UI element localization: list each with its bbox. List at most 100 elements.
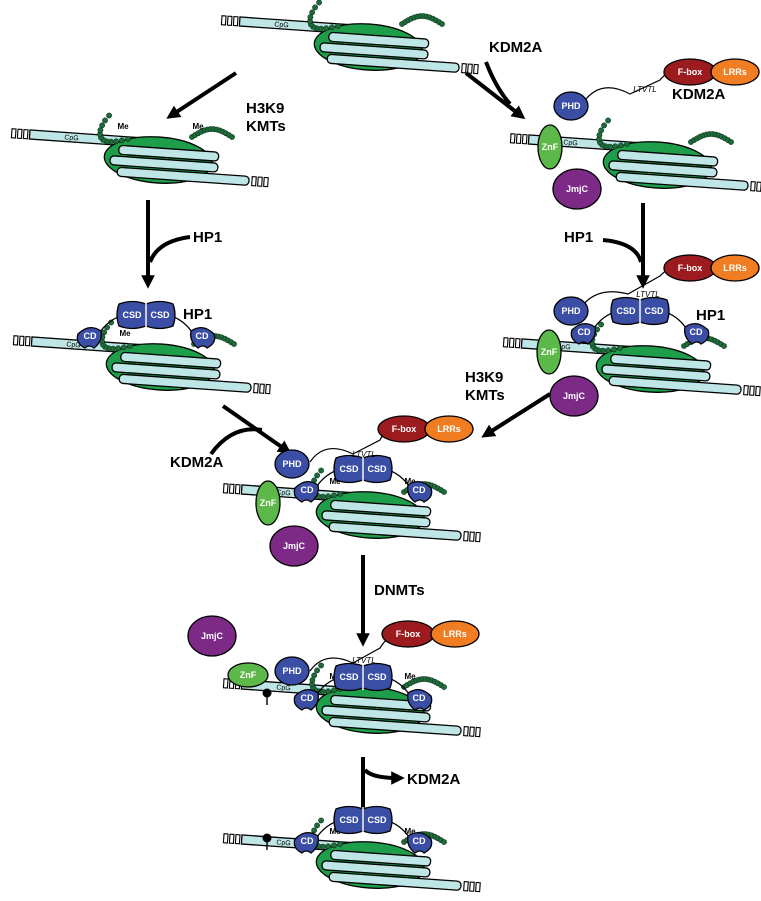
cpg-label: CpG <box>276 839 291 847</box>
methyl-cpg-mark <box>262 688 272 705</box>
me-mark-right: Me <box>192 122 204 131</box>
fbox-domain-label: F-box <box>678 67 703 77</box>
cd-left <box>293 689 319 711</box>
nucleosome: CpG <box>509 117 761 192</box>
dna-end <box>463 531 469 542</box>
histone-tail <box>337 491 343 497</box>
cpg-label: CpG <box>274 21 289 29</box>
dna-wrap <box>615 171 749 191</box>
histone-tail <box>125 136 131 142</box>
jmjc-domain-shape <box>552 168 602 210</box>
label-kmts-right: KMTs <box>465 387 505 404</box>
dna-wrap <box>120 351 222 369</box>
znf-domain: ZnF <box>227 662 269 688</box>
dna-wrap <box>330 694 432 712</box>
cd-right-label: CD <box>413 836 426 846</box>
dna-wrap <box>608 375 742 395</box>
fbox-domain-label: F-box <box>396 629 421 639</box>
phd-domain-shape <box>274 449 310 479</box>
phd-domain-label: PHD <box>561 306 581 316</box>
phd-domain: PHD <box>553 296 589 326</box>
znf-domain-label: ZnF <box>260 498 277 508</box>
znf-domain: ZnF <box>536 329 562 375</box>
methyl-cpg-mark <box>262 833 272 850</box>
dna-end <box>222 678 229 689</box>
cpg-label: CpG <box>66 341 81 349</box>
nucleosome: CpG <box>220 0 479 75</box>
cd-right-label: CD <box>413 485 426 495</box>
csd-right-label: CSD <box>644 306 664 316</box>
csd-left <box>333 662 364 692</box>
lrrs-domain: LRRs <box>430 620 480 648</box>
dna-group: CpG <box>220 15 479 75</box>
nucleosomes: CpGCpGMeMeCpGCpGMeMeCpGCpGMeMeCpGMeMeCpG… <box>10 0 761 893</box>
phd-domain: PHD <box>274 656 310 686</box>
jmjc-domain: JmjC <box>269 525 319 567</box>
lrrs-domain-shape <box>710 58 760 86</box>
csd-left-label: CSD <box>339 815 359 825</box>
cd-right-label: CD <box>413 693 426 703</box>
cd-right <box>407 481 433 503</box>
me-mark-left: Me <box>119 329 131 338</box>
histone-tail <box>441 684 447 690</box>
dna-wrap <box>601 364 711 382</box>
label-hp1-right-arrow: HP1 <box>564 229 593 246</box>
cpg-label: CpG <box>563 139 578 147</box>
label-kdm2a-top-right: KDM2A <box>672 86 726 103</box>
csd-right <box>639 296 670 326</box>
dna-end <box>475 881 481 893</box>
histone-tail <box>605 117 611 124</box>
jmjc-domain: JmjC <box>552 168 602 210</box>
csd-right <box>362 454 393 484</box>
dna-group: CpG <box>12 335 271 395</box>
kdm2a-linker <box>582 72 674 104</box>
znf-domain-label: ZnF <box>542 142 559 152</box>
histone-tail <box>601 122 607 129</box>
csd-left-label: CSD <box>616 306 636 316</box>
histone-tail <box>311 827 318 834</box>
arrow-left-1 <box>166 71 238 119</box>
histone-tail <box>331 842 337 849</box>
cd-left-label: CD <box>301 485 314 495</box>
dna-end <box>251 176 257 187</box>
dna-wrap <box>321 705 431 723</box>
label-kdm2a-top-arrow: KDM2A <box>489 39 543 56</box>
lrrs-domain-label: LRRs <box>437 424 461 434</box>
znf-domain-shape <box>255 480 281 526</box>
csd-right-label: CSD <box>367 815 387 825</box>
histone-tail <box>618 142 624 149</box>
csd-right <box>362 662 393 692</box>
dna-wrap <box>330 499 432 517</box>
dna-wrap <box>321 510 431 528</box>
lrrs-domain: LRRs <box>424 415 474 443</box>
phd-domain-shape <box>553 91 589 121</box>
lrrs-domain-label: LRRs <box>443 629 467 639</box>
ltvtl-motif: LTVTL <box>352 656 375 665</box>
znf-domain: ZnF <box>537 124 563 170</box>
dna-end <box>473 63 479 75</box>
dna-wrap <box>319 42 429 60</box>
dna-group: CpG <box>509 133 761 192</box>
phd-domain: PHD <box>274 449 310 479</box>
jmjc-domain-label: JmjC <box>283 541 306 551</box>
fbox-domain: F-box <box>663 58 717 86</box>
dna-end <box>12 335 19 346</box>
cd-right <box>684 323 710 345</box>
dna-wrap <box>610 353 712 371</box>
cd-right-label: CD <box>196 331 209 341</box>
fbox-domain: F-box <box>381 620 435 648</box>
dna-end <box>508 337 515 348</box>
dna-end <box>263 176 269 188</box>
label-kmts-left: KMTs <box>246 118 286 135</box>
dna-wrap <box>111 362 221 380</box>
dna-end <box>222 833 229 844</box>
label-hp1-left-arrow: HP1 <box>193 229 222 246</box>
histone-tail <box>325 688 332 695</box>
phd-domain-label: PHD <box>282 666 302 676</box>
